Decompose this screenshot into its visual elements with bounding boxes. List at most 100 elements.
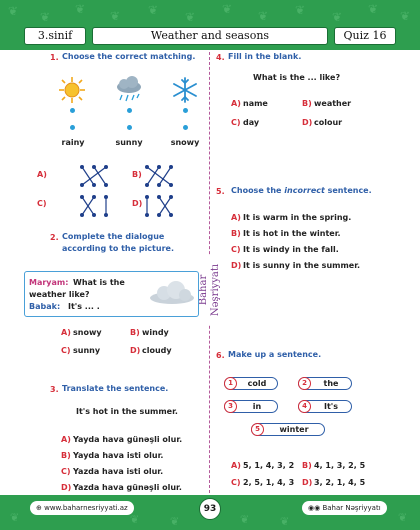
q1-option-c-letter: C): [37, 199, 47, 208]
speaker-maryam: Maryam:: [29, 278, 69, 287]
leaf-pattern-icon: ❦: [40, 10, 51, 24]
q6-option-d[interactable]: 3, 2, 1, 4, 5: [314, 478, 366, 487]
q5-option-a[interactable]: It is warm in the spring.: [243, 213, 352, 222]
match-dot: [183, 125, 188, 130]
q6-option-c[interactable]: 2, 5, 1, 4, 3: [243, 478, 295, 487]
leaf-pattern-icon: ❦: [400, 9, 411, 23]
q5-number: 5.: [216, 187, 225, 196]
q1-option-c-diagram[interactable]: [79, 194, 109, 218]
q1-prompt: Choose the correct matching.: [62, 52, 196, 61]
page-title: Weather and seasons: [92, 27, 328, 45]
q2-option-b-letter: B): [130, 328, 140, 337]
match-dot: [70, 108, 75, 113]
q2-option-d-letter: D): [130, 346, 141, 355]
q2-option-c-letter: C): [61, 346, 71, 355]
q5-emphasis: incorrect: [284, 186, 325, 195]
sun-icon: [59, 77, 85, 103]
q3-option-c-letter: C): [61, 467, 71, 476]
word-number: 1: [224, 377, 237, 390]
q6-option-b-letter: B): [302, 461, 312, 470]
q1-option-d-letter: D): [132, 199, 143, 208]
q3-option-b[interactable]: Yayda hava isti olur.: [73, 451, 164, 460]
q1-option-a-diagram[interactable]: [79, 164, 109, 188]
q6-number: 6.: [216, 351, 225, 360]
q5-option-c-letter: C): [231, 245, 241, 254]
q1-option-a-letter: A): [37, 170, 47, 179]
q3-option-a-letter: A): [61, 435, 71, 444]
q2-prompt-line2: according to the picture.: [62, 244, 174, 253]
leaf-pattern-icon: ❦: [170, 515, 180, 528]
q3-sentence: It's hot in the summer.: [76, 407, 178, 416]
q4-sentence: What is the ... like?: [253, 73, 341, 82]
q1-option-b-diagram[interactable]: [144, 164, 174, 188]
social-icons: ◉◉: [308, 504, 323, 512]
footer-website[interactable]: ⊕ www.baharnesriyyati.az: [30, 501, 134, 515]
q2-number: 2.: [50, 233, 59, 242]
q5-option-c[interactable]: It is windy in the fall.: [243, 245, 339, 254]
q2-prompt-line1: Complete the dialogue: [62, 232, 165, 241]
website-text: www.baharnesriyyati.az: [44, 504, 128, 512]
leaf-pattern-icon: ❦: [240, 513, 250, 526]
word-tile[interactable]: 4 It's: [298, 400, 352, 413]
word-text: winter: [279, 425, 309, 434]
word-number: 2: [298, 377, 311, 390]
word-tile[interactable]: 1 cold: [224, 377, 278, 390]
babak-line: It's ... .: [68, 302, 100, 311]
q5-option-d-letter: D): [231, 261, 242, 270]
q2-option-a-letter: A): [61, 328, 71, 337]
leaf-pattern-icon: ❦: [185, 10, 196, 24]
leaf-pattern-icon: ❦: [295, 3, 306, 17]
publisher-text: Bahar Nəşriyyatı: [322, 504, 381, 512]
q3-option-c[interactable]: Yazda hava isti olur.: [73, 467, 164, 476]
q2-option-c[interactable]: sunny: [73, 346, 101, 355]
q6-option-a[interactable]: 5, 1, 4, 3, 2: [243, 461, 295, 470]
cloud-icon: [150, 281, 194, 304]
q5-prompt: Choose the incorrect sentence.: [231, 186, 372, 195]
word-text: cold: [247, 379, 267, 388]
weather-label: rainy: [61, 138, 85, 147]
leaf-pattern-icon: ❦: [280, 515, 290, 528]
q2-option-b[interactable]: windy: [142, 328, 169, 337]
q4-option-a[interactable]: name: [243, 99, 268, 108]
match-dot: [127, 125, 132, 130]
q3-option-d[interactable]: Yazda hava günəşli olur.: [73, 483, 182, 492]
q5-option-d[interactable]: It is sunny in the summer.: [243, 261, 361, 270]
q6-option-a-letter: A): [231, 461, 241, 470]
word-tile[interactable]: 2 the: [298, 377, 352, 390]
leaf-pattern-icon: ❦: [10, 511, 20, 524]
weather-label: sunny: [115, 138, 143, 147]
match-dot: [127, 108, 132, 113]
q5-option-b[interactable]: It is hot in the winter.: [243, 229, 341, 238]
leaf-pattern-icon: ❦: [8, 4, 19, 18]
leaf-pattern-icon: ❦: [258, 9, 269, 23]
quiz-number: Quiz 16: [334, 27, 396, 45]
footer-publisher[interactable]: ◉◉ Bahar Nəşriyyatı: [302, 501, 387, 515]
q4-option-c-letter: C): [231, 118, 241, 127]
q3-option-b-letter: B): [61, 451, 71, 460]
q2-option-a[interactable]: snowy: [73, 328, 102, 337]
maryam-line1: What is the: [73, 278, 125, 287]
word-text: It's: [323, 402, 338, 411]
q4-option-d[interactable]: colour: [314, 118, 343, 127]
word-tile[interactable]: 3 in: [224, 400, 278, 413]
q3-option-a[interactable]: Yayda hava günəşli olur.: [73, 435, 183, 444]
q4-option-b[interactable]: weather: [314, 99, 352, 108]
rain-cloud-icon: [117, 76, 141, 102]
match-dot: [70, 125, 75, 130]
q3-prompt: Translate the sentence.: [62, 384, 169, 393]
leaf-pattern-icon: ❦: [368, 2, 379, 16]
speaker-babak: Babak:: [29, 302, 61, 311]
leaf-pattern-icon: ❦: [398, 511, 408, 524]
q6-option-d-letter: D): [302, 478, 313, 487]
q5-option-a-letter: A): [231, 213, 241, 222]
word-tile[interactable]: 5 winter: [251, 423, 325, 436]
q4-option-c[interactable]: day: [243, 118, 260, 127]
q6-option-b[interactable]: 4, 1, 3, 2, 5: [314, 461, 366, 470]
q2-option-d[interactable]: cloudy: [142, 346, 172, 355]
word-number: 3: [224, 400, 237, 413]
globe-icon: ⊕: [36, 504, 45, 512]
leaf-pattern-icon: ❦: [148, 3, 159, 17]
leaf-pattern-icon: ❦: [110, 9, 121, 23]
match-dot: [183, 108, 188, 113]
q1-option-d-diagram[interactable]: [144, 194, 174, 218]
